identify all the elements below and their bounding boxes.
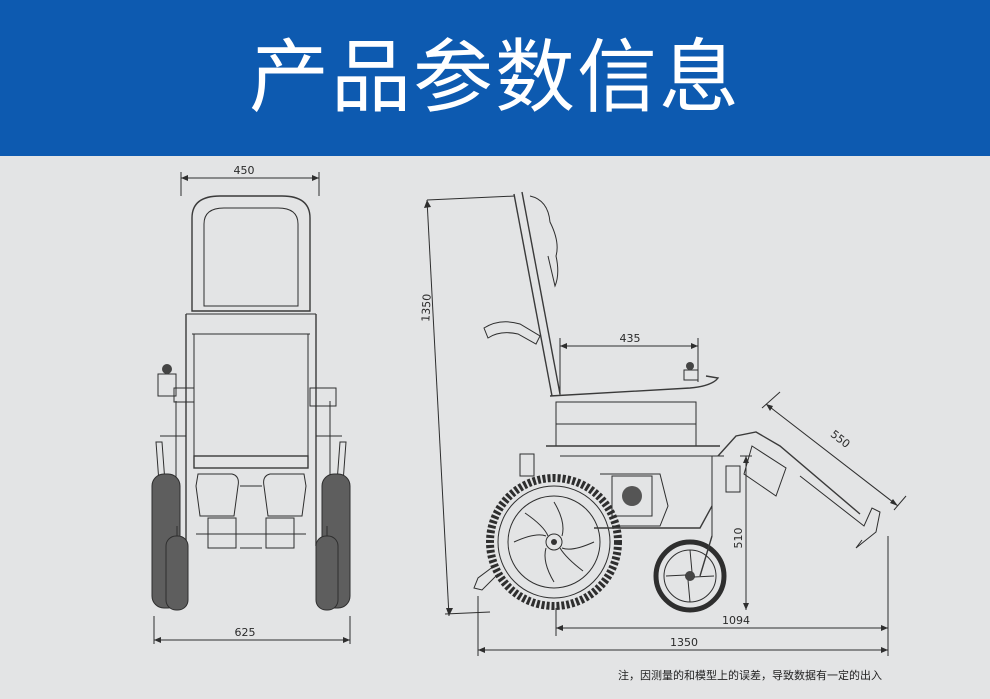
dim-front-width: 450 xyxy=(234,164,255,177)
dim-front-wheelbase: 625 xyxy=(235,626,256,639)
footer-note: 注，因测量的和模型上的误差，导致数据有一定的出入 xyxy=(618,669,882,682)
header-banner: 产品参数信息 xyxy=(0,0,990,156)
dim-side-height: 1350 xyxy=(419,293,433,322)
dim-side-seat-depth: 435 xyxy=(620,332,641,345)
dim-side-footrest: 550 xyxy=(828,428,853,451)
page-title: 产品参数信息 xyxy=(249,31,741,124)
technical-drawing: 450 xyxy=(151,164,907,656)
dim-side-seat-height: 510 xyxy=(732,528,745,549)
dim-side-wheel-length: 1094 xyxy=(722,614,750,627)
side-view: 1350 435 xyxy=(419,191,907,656)
front-view: 450 xyxy=(151,164,351,644)
dim-side-total-length: 1350 xyxy=(670,636,698,649)
